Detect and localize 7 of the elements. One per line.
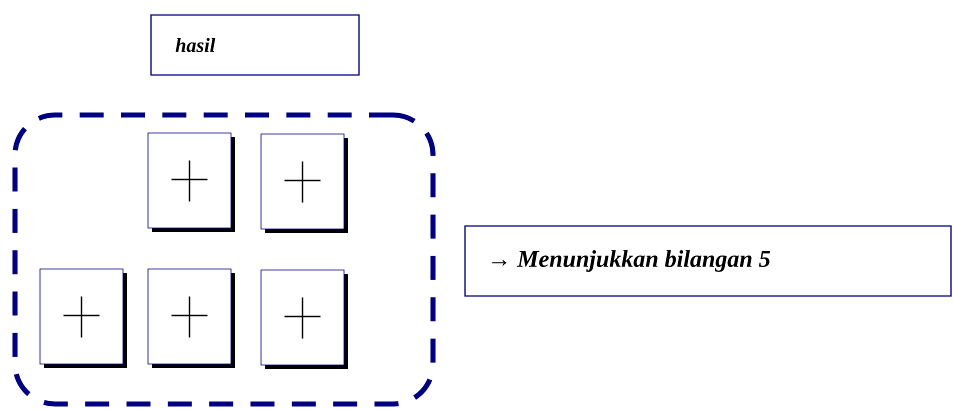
plus-tile <box>40 268 127 368</box>
plus-tile <box>260 134 348 233</box>
text-box: → Menunjukkan bilangan 5 <box>464 225 952 297</box>
plus-tile <box>148 132 235 232</box>
text-box: hasil <box>150 14 360 76</box>
plus-tile <box>148 268 235 368</box>
plus-tile <box>260 270 348 369</box>
